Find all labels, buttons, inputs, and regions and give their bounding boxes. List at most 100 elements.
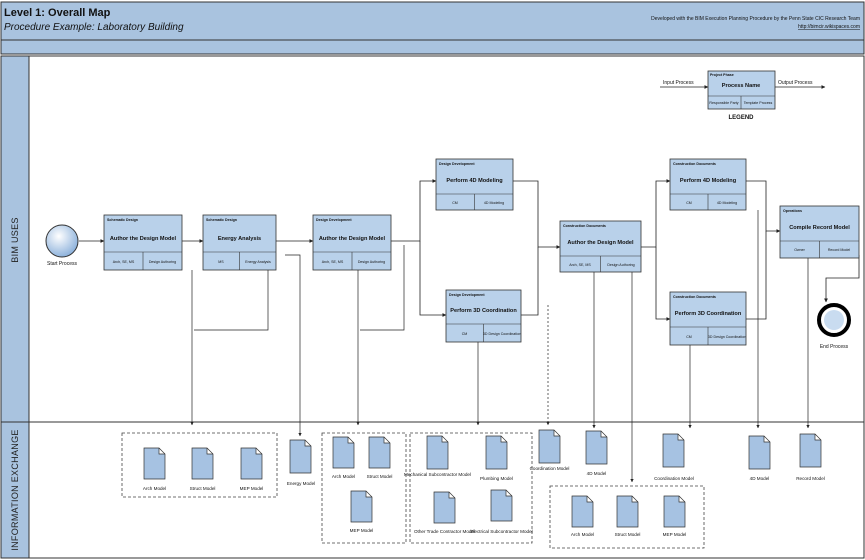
process-name: Compile Record Model — [789, 225, 850, 231]
document-icon[interactable]: Coordination Model — [654, 433, 694, 481]
document-label: Struct Model — [367, 474, 393, 479]
process-box[interactable]: Construction Documents Author the Design… — [559, 220, 642, 273]
process-responsible: MS — [218, 260, 224, 264]
end-event-label: End Process — [820, 344, 849, 350]
legend-left: Responsible Party — [709, 101, 738, 105]
document-icon[interactable]: Arch Model — [332, 436, 355, 479]
document-label: Coordination Model — [654, 476, 694, 481]
document-label: MEP Model — [350, 528, 374, 533]
process-box[interactable]: Operations Compile Record Model Owner Re… — [779, 205, 860, 259]
document-label: 4D Model — [587, 471, 607, 476]
process-responsible: Arch, SE, MS — [569, 263, 591, 267]
process-box[interactable]: Design Development Perform 4D Modeling C… — [435, 158, 514, 211]
process-phase: Construction Documents — [563, 224, 606, 228]
document-label: Mechanical Subcontractor Model — [404, 472, 471, 477]
group-cd-models — [549, 485, 705, 549]
connectors — [79, 179, 860, 321]
process-box[interactable]: Construction Documents Perform 3D Coordi… — [669, 291, 747, 346]
document-label: Energy Model — [287, 481, 315, 486]
process-template: Design Authoring — [358, 260, 385, 264]
process-phase: Design Development — [316, 218, 352, 222]
document-label: Other Trade Contractor Model — [414, 529, 475, 534]
start-event: Start Process — [45, 224, 79, 267]
process-template: 4D Modeling — [484, 201, 504, 205]
document-icon[interactable]: Plumbing Model — [480, 435, 513, 481]
document-label: 4D Model — [750, 476, 770, 481]
legend-name: Process Name — [722, 83, 761, 89]
document-label: MEP Model — [240, 486, 264, 491]
process-box[interactable]: Schematic Design Energy Analysis MS Ener… — [202, 214, 277, 271]
process-phase: Design Development — [449, 293, 485, 297]
document-label: Record Model — [796, 476, 825, 481]
lane-label-exchange: INFORMATION EXCHANGE — [10, 429, 20, 550]
process-name: Energy Analysis — [218, 236, 261, 242]
document-icon[interactable]: MEP Model — [663, 495, 687, 537]
document-icon[interactable]: 4D Model — [748, 435, 771, 481]
document-label: Plumbing Model — [480, 476, 513, 481]
process-template: Design Authoring — [607, 263, 634, 267]
document-icon[interactable]: Arch Model — [143, 447, 166, 491]
document-label: Struct Model — [615, 532, 641, 537]
credit-text: Developed with the BIM Execution Plannin… — [651, 16, 860, 22]
document-icon[interactable]: 4D Model — [585, 430, 608, 476]
document-label: Coordination Model — [530, 466, 570, 471]
legend-box — [707, 70, 776, 110]
process-box[interactable]: Schematic Design Author the Design Model… — [103, 214, 183, 271]
process-template: 4D Modeling — [717, 201, 737, 205]
group-dd-models — [321, 432, 407, 544]
process-phase: Construction Documents — [673, 295, 716, 299]
header-band — [0, 1, 865, 41]
process-name: Perform 3D Coordination — [450, 308, 517, 314]
process-name: Author the Design Model — [567, 240, 634, 246]
documents: Arch Model Struct Model MEP Model Energy… — [143, 429, 825, 537]
data-flows — [190, 210, 810, 483]
process-phase: Operations — [783, 209, 802, 213]
document-icon[interactable]: Mechanical Subcontractor Model — [404, 435, 471, 477]
process-name: Perform 3D Coordination — [675, 311, 742, 317]
process-template: Design Authoring — [149, 260, 176, 264]
group-sd-models — [121, 432, 278, 498]
process-boxes: Schematic Design Author the Design Model… — [103, 158, 860, 346]
document-icon[interactable]: Record Model — [796, 433, 825, 481]
process-name: Perform 4D Modeling — [446, 178, 503, 184]
process-box[interactable]: Design Development Perform 3D Coordinati… — [445, 289, 522, 343]
document-icon[interactable]: Other Trade Contractor Model — [414, 491, 475, 534]
process-phase: Design Development — [439, 162, 475, 166]
legend-input-label: Input Process — [663, 80, 694, 86]
process-template: 3D Design Coordination — [483, 332, 521, 336]
process-responsible: CM — [686, 201, 692, 205]
lane-label-uses: BIM USES — [10, 217, 20, 262]
credit-link[interactable]: http://bimcir.wikispaces.com — [798, 24, 860, 30]
document-icon[interactable]: Electrical Subcontractor Model — [470, 489, 533, 534]
page-title: Level 1: Overall Map — [4, 7, 111, 19]
legend-title: LEGEND — [728, 115, 754, 121]
process-responsible: CM — [462, 332, 468, 336]
process-phase: Construction Documents — [673, 162, 716, 166]
document-icon[interactable]: MEP Model — [240, 447, 264, 491]
document-icon[interactable]: MEP Model — [350, 490, 374, 533]
legend: Input Process Output Process Project Pha… — [660, 70, 826, 121]
process-template: Record Model — [828, 248, 851, 252]
document-icon[interactable]: Struct Model — [367, 436, 393, 479]
document-label: Arch Model — [571, 532, 594, 537]
document-icon[interactable]: Energy Model — [287, 439, 315, 486]
page-subtitle: Procedure Example: Laboratory Building — [4, 22, 184, 33]
group-subcontractor-models — [409, 432, 533, 544]
process-box[interactable]: Design Development Author the Design Mod… — [312, 214, 392, 271]
document-icon[interactable]: Coordination Model — [530, 429, 570, 471]
document-label: Electrical Subcontractor Model — [470, 529, 532, 534]
process-phase: Schematic Design — [107, 218, 138, 222]
process-name: Perform 4D Modeling — [680, 178, 737, 184]
document-label: Arch Model — [143, 486, 166, 491]
process-responsible: Arch, SE, MS — [113, 260, 135, 264]
legend-phase: Project Phase — [710, 73, 734, 77]
document-icon[interactable]: Struct Model — [615, 495, 641, 537]
process-name: Author the Design Model — [110, 236, 177, 242]
document-icon[interactable]: Arch Model — [571, 495, 594, 537]
process-box[interactable]: Construction Documents Perform 4D Modeli… — [669, 158, 747, 211]
document-icon[interactable]: Struct Model — [190, 447, 216, 491]
lane-header-uses — [0, 55, 30, 423]
process-template: 3D Design Coordination — [708, 335, 746, 339]
